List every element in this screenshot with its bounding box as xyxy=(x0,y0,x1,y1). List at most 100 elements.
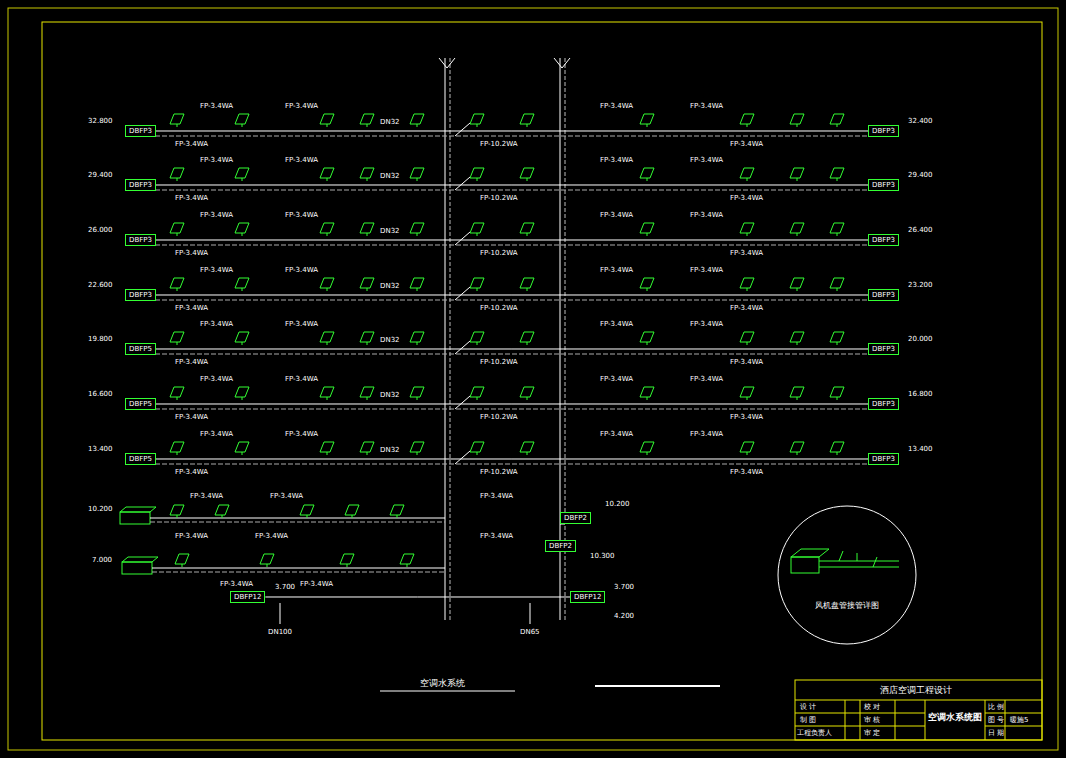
label: DN32 xyxy=(380,446,400,454)
fan-coil-branch xyxy=(177,233,178,236)
label: 3.700 xyxy=(614,583,634,591)
fan-coil-symbol xyxy=(170,505,184,515)
equipment-box: DBFP3 xyxy=(868,289,899,301)
return-pipe xyxy=(152,572,445,573)
branch-pipe xyxy=(455,287,470,300)
fan-coil-symbol xyxy=(790,114,804,124)
label: FP-3.4WA xyxy=(200,430,233,438)
fan-coil-symbol xyxy=(235,114,249,124)
return-pipe xyxy=(150,522,445,523)
branch-pipe xyxy=(455,232,470,245)
vent-symbol xyxy=(439,58,447,68)
label: FP-3.4WA xyxy=(730,194,763,202)
fan-coil-branch xyxy=(747,452,748,455)
fan-coil-symbol xyxy=(470,387,484,397)
fan-coil-symbol xyxy=(410,114,424,124)
fan-coil-branch xyxy=(182,564,183,567)
fan-coil-symbol xyxy=(235,223,249,233)
label: 日 期 xyxy=(988,729,1004,737)
fan-coil-symbol xyxy=(360,442,374,452)
fan-coil-branch xyxy=(367,288,368,291)
fan-coil-branch xyxy=(527,452,528,455)
equipment-label: DBFP3 xyxy=(872,400,895,408)
return-pipe xyxy=(155,409,868,410)
fan-coil-symbol xyxy=(520,114,534,124)
riser-pipe xyxy=(560,58,561,620)
label: FP-10.2WA xyxy=(480,249,518,257)
fan-coil-branch xyxy=(797,178,798,181)
fan-coil-symbol xyxy=(340,554,354,564)
label: FP-3.4WA xyxy=(600,211,633,219)
equipment-box: DBFP5 xyxy=(125,398,156,410)
label: 10.200 xyxy=(88,505,113,513)
label: FP-3.4WA xyxy=(300,580,333,588)
fan-coil-symbol xyxy=(640,387,654,397)
label: FP-3.4WA xyxy=(200,211,233,219)
label: 32.800 xyxy=(88,117,113,125)
label: FP-3.4WA xyxy=(175,194,208,202)
supply-pipe xyxy=(156,348,868,349)
fan-coil-symbol xyxy=(320,223,334,233)
label: FP-3.4WA xyxy=(690,320,723,328)
label: FP-3.4WA xyxy=(730,249,763,257)
fan-coil-branch xyxy=(837,233,838,236)
equipment-box xyxy=(122,562,152,574)
supply-pipe xyxy=(156,458,868,459)
fan-coil-branch xyxy=(242,124,243,127)
label: FP-3.4WA xyxy=(175,468,208,476)
fan-coil-branch xyxy=(837,178,838,181)
label: FP-3.4WA xyxy=(690,156,723,164)
fan-coil-symbol xyxy=(170,387,184,397)
label: 7.000 xyxy=(92,556,112,564)
fan-coil-branch xyxy=(417,233,418,236)
fan-coil-symbol xyxy=(470,168,484,178)
branch-pipe xyxy=(455,451,470,464)
label: FP-3.4WA xyxy=(480,532,513,540)
fan-coil-branch xyxy=(477,452,478,455)
fan-coil-branch xyxy=(527,288,528,291)
title-block xyxy=(795,680,1042,740)
label: 图 号 xyxy=(988,716,1004,724)
fan-coil-symbol xyxy=(410,387,424,397)
fan-coil-branch xyxy=(797,342,798,345)
fan-coil-branch xyxy=(527,342,528,345)
fan-coil-branch xyxy=(242,342,243,345)
fan-coil-symbol xyxy=(470,332,484,342)
inner-frame xyxy=(42,22,1042,740)
fan-coil-symbol xyxy=(170,442,184,452)
fan-coil-branch xyxy=(347,564,348,567)
label: 26.000 xyxy=(88,226,113,234)
label: 制 图 xyxy=(800,716,816,724)
fan-coil-symbol xyxy=(640,168,654,178)
fan-coil-symbol xyxy=(235,387,249,397)
equipment-label: DBFP3 xyxy=(872,455,895,463)
supply-pipe xyxy=(156,294,868,295)
title-block-rule xyxy=(860,700,861,740)
label: FP-3.4WA xyxy=(730,358,763,366)
equipment-label: DBFP5 xyxy=(129,400,152,408)
equipment-box: DBFP3 xyxy=(868,179,899,191)
fan-coil-symbol xyxy=(320,442,334,452)
fan-coil-branch xyxy=(837,124,838,127)
fan-coil-symbol xyxy=(235,278,249,288)
fan-coil-branch xyxy=(797,288,798,291)
detail-outline xyxy=(778,506,916,644)
fan-coil-branch xyxy=(417,452,418,455)
equipment-box: DBFP3 xyxy=(868,453,899,465)
equipment-box: DBFP3 xyxy=(868,343,899,355)
fan-coil-branch xyxy=(367,342,368,345)
fan-coil-branch xyxy=(417,288,418,291)
fan-coil-branch xyxy=(327,288,328,291)
title-block-rule xyxy=(985,713,1042,714)
fan-coil-symbol xyxy=(260,554,274,564)
return-pipe xyxy=(155,136,868,137)
equipment-label: DBFP3 xyxy=(129,236,152,244)
fan-coil-branch xyxy=(477,124,478,127)
fan-coil-symbol xyxy=(790,223,804,233)
fan-coil-symbol xyxy=(360,387,374,397)
label: FP-3.4WA xyxy=(600,375,633,383)
label: FP-3.4WA xyxy=(175,358,208,366)
equipment-label: DBFP3 xyxy=(872,127,895,135)
fan-coil-box xyxy=(791,557,819,573)
label: 酒店空调工程设计 xyxy=(880,685,952,696)
